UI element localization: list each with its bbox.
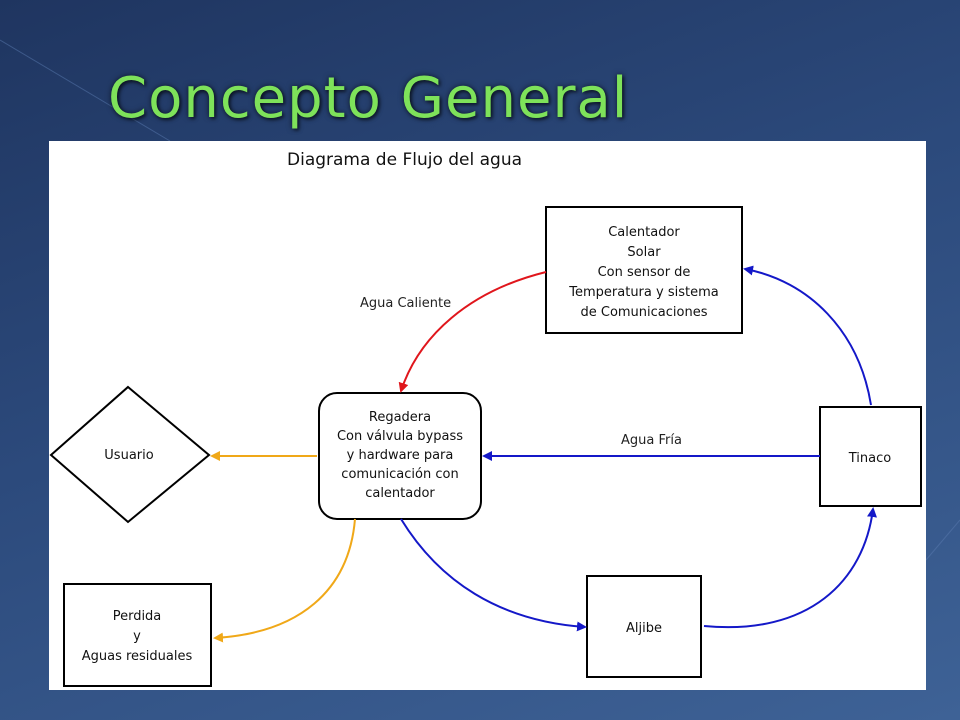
edge-calentador-regadera bbox=[398, 271, 547, 393]
node-regadera-line-2: Con válvula bypass bbox=[337, 429, 463, 444]
edge-label-agua-caliente: Agua Caliente bbox=[360, 296, 451, 311]
edge-label-agua-fria: Agua Fría bbox=[621, 433, 682, 448]
node-regadera-line-3: y hardware para bbox=[347, 448, 454, 463]
node-aljibe-label: Aljibe bbox=[626, 621, 662, 636]
edge-regadera-aljibe bbox=[400, 518, 587, 632]
node-regadera-line-1: Regadera bbox=[369, 410, 431, 425]
node-regadera-line-4: comunicación con bbox=[341, 467, 458, 482]
node-aljibe: Aljibe bbox=[586, 575, 702, 678]
node-calentador-line-3: Con sensor de bbox=[598, 265, 691, 280]
node-calentador-line-1: Calentador bbox=[608, 225, 680, 240]
node-perdida: Perdida y Aguas residuales bbox=[63, 583, 212, 687]
node-calentador-line-5: de Comunicaciones bbox=[580, 305, 707, 320]
edge-tinaco-calentador bbox=[743, 265, 872, 406]
node-usuario: Usuario bbox=[49, 385, 211, 524]
node-perdida-line-1: Perdida bbox=[113, 609, 162, 624]
node-perdida-line-2: y bbox=[133, 629, 141, 644]
node-tinaco-label: Tinaco bbox=[848, 451, 892, 466]
edge-aljibe-tinaco bbox=[703, 507, 877, 629]
flow-diagram: Diagrama de Flujo del agua Calentador So… bbox=[49, 150, 922, 687]
diagram-panel: Diagrama de Flujo del agua Calentador So… bbox=[49, 141, 926, 690]
node-perdida-line-3: Aguas residuales bbox=[82, 649, 193, 664]
node-regadera: Regadera Con válvula bypass y hardware p… bbox=[318, 392, 482, 520]
diagram-title: Diagrama de Flujo del agua bbox=[287, 150, 522, 170]
node-calentador-line-2: Solar bbox=[627, 245, 661, 260]
slide-title: Concepto General bbox=[108, 66, 629, 131]
node-usuario-label: Usuario bbox=[104, 448, 153, 463]
edge-regadera-perdida bbox=[213, 518, 356, 643]
node-tinaco: Tinaco bbox=[819, 406, 922, 507]
node-calentador: Calentador Solar Con sensor de Temperatu… bbox=[545, 206, 743, 334]
node-regadera-line-5: calentador bbox=[365, 486, 435, 501]
node-calentador-line-4: Temperatura y sistema bbox=[568, 285, 718, 300]
